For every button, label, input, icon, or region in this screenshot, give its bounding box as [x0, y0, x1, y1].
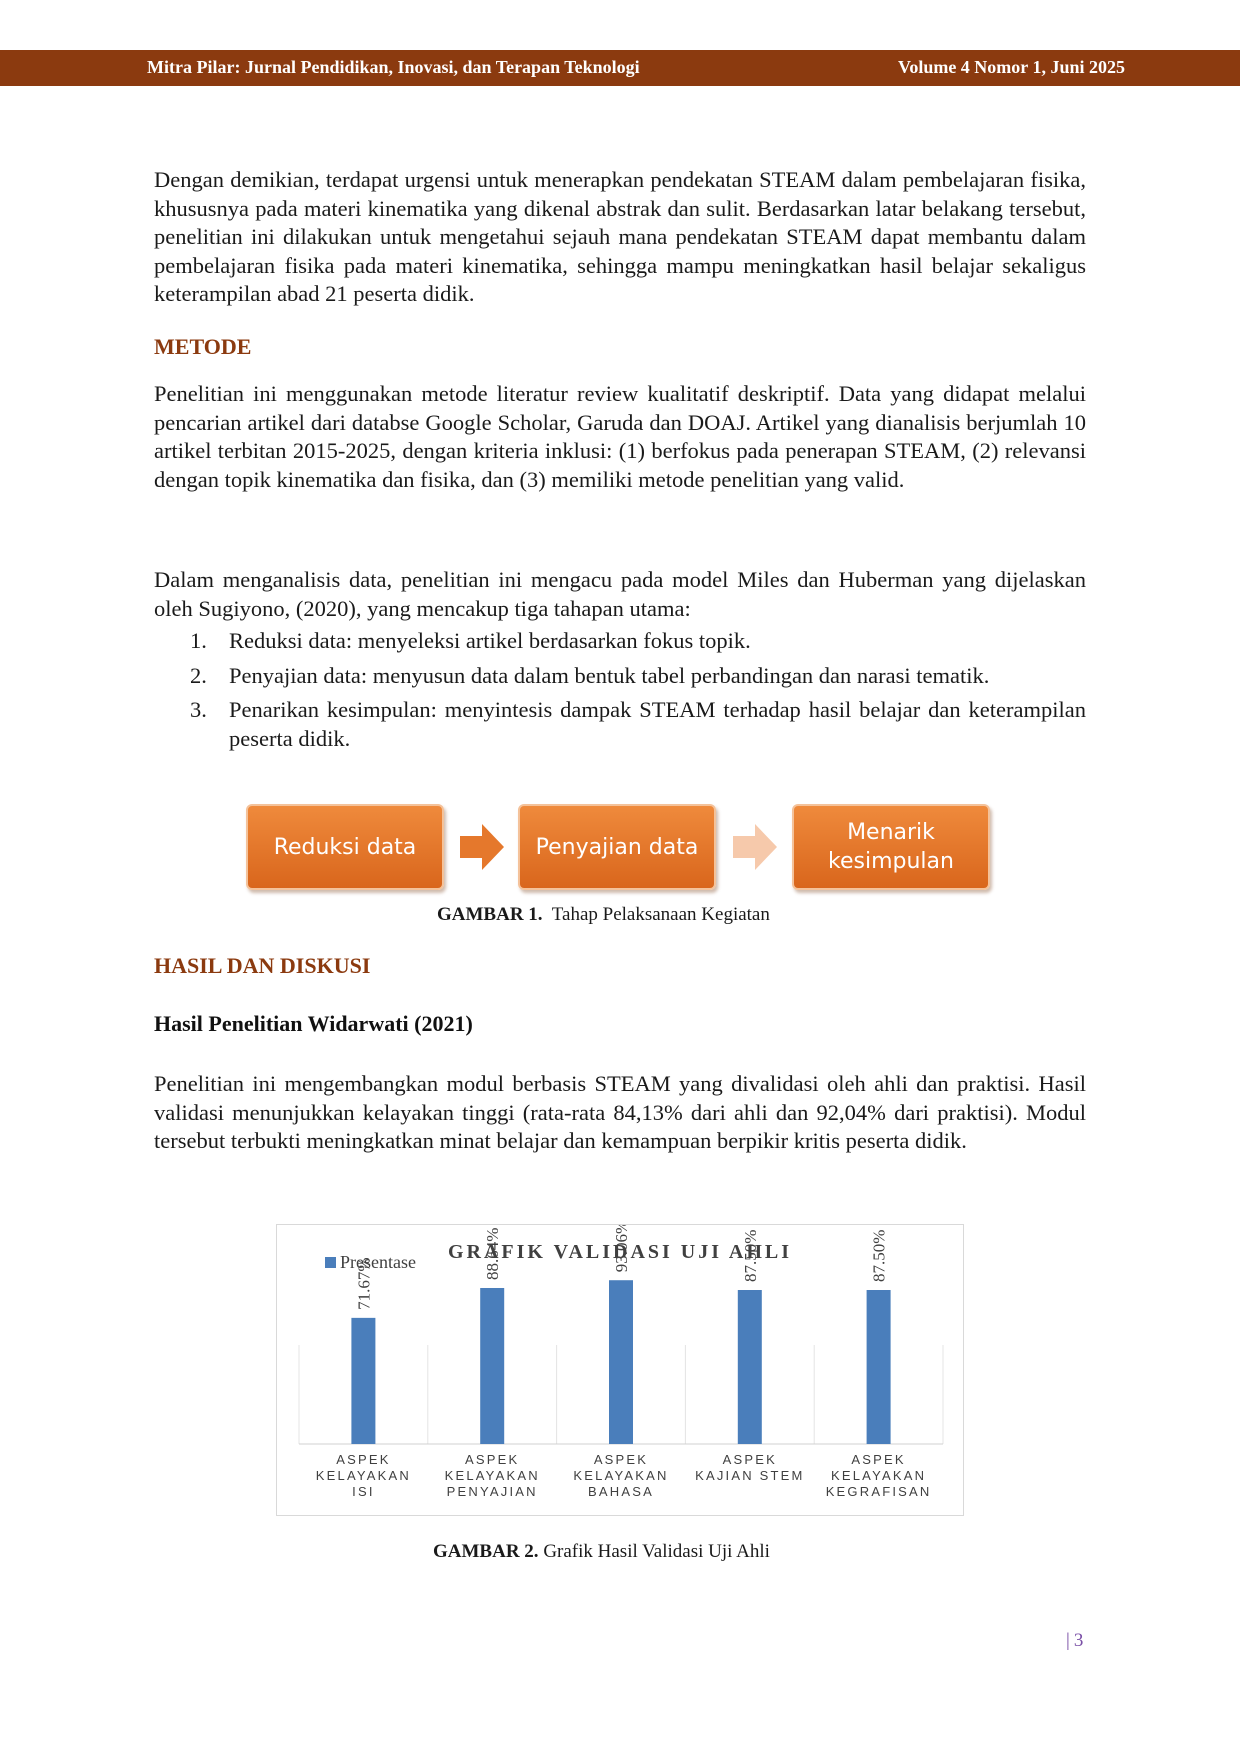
- metode-heading: METODE: [154, 334, 252, 359]
- data-label: 87.50%: [741, 1230, 760, 1282]
- page-number-divider: |: [1066, 1630, 1070, 1651]
- list-text: Penyajian data: menyusun data dalam bent…: [229, 662, 990, 688]
- list-text: Reduksi data: menyeleksi artikel berdasa…: [229, 628, 751, 654]
- chart-bar: [480, 1287, 505, 1444]
- chart-bar: [866, 1290, 891, 1444]
- arrow-right-icon: [460, 824, 504, 870]
- flow-box-label: Menarik kesimpulan: [828, 818, 954, 876]
- metode-section: METODE: [154, 334, 1086, 360]
- list-number: 2.: [190, 662, 207, 688]
- hasil-subheading: Hasil Penelitian Widarwati (2021): [154, 1011, 473, 1036]
- journal-title: Mitra Pilar: Jurnal Pendidikan, Inovasi,…: [147, 57, 640, 77]
- hasil-subsection: Hasil Penelitian Widarwati (2021): [154, 1011, 1086, 1037]
- chart-title: GRAFIK VALIDASI UJI AHLI: [448, 1241, 792, 1263]
- category-label: ASPEK: [336, 1452, 390, 1467]
- figure-1-label: GAMBAR 1.: [437, 904, 543, 925]
- chart-svg: GRAFIK VALIDASI UJI AHLI Presentase 71.6…: [298, 1220, 944, 1499]
- hasil-section: HASIL DAN DISKUSI: [154, 953, 1086, 979]
- page-number-value: 3: [1073, 1630, 1084, 1651]
- figure-1-caption: GAMBAR 1. Tahap Pelaksanaan Kegiatan: [437, 904, 770, 926]
- category-label: KELAYAKAN: [831, 1468, 926, 1483]
- list-item: 3. Penarikan kesimpulan: menyintesis dam…: [154, 696, 1086, 753]
- category-label: PENYAJIAN: [447, 1484, 538, 1499]
- hasil-paragraph: Penelitian ini mengembangkan modul berba…: [154, 1071, 1086, 1154]
- metode-body: Penelitian ini menggunakan metode litera…: [154, 380, 1086, 494]
- list-number: 1.: [190, 628, 207, 654]
- steps-list: 1. Reduksi data: menyeleksi artikel berd…: [154, 627, 1086, 753]
- data-label: 87.50%: [870, 1230, 889, 1282]
- flow-box-line: kesimpulan: [828, 849, 954, 874]
- figure-2-label: GAMBAR 2.: [433, 1541, 539, 1562]
- data-label: 93.06%: [612, 1225, 631, 1272]
- category-label: ISI: [352, 1484, 375, 1499]
- chart-bars: [351, 1280, 891, 1444]
- metode-paragraph-1: Penelitian ini menggunakan metode litera…: [154, 381, 1086, 492]
- list-text: Penarikan kesimpulan: menyintesis dampak…: [229, 697, 1086, 751]
- chart-bar: [351, 1317, 376, 1444]
- category-label: KELAYAKAN: [445, 1468, 540, 1483]
- metode-paragraph-2: Dalam menganalisis data, penelitian ini …: [154, 567, 1086, 621]
- category-label: KAJIAN STEM: [695, 1468, 804, 1483]
- flow-box-label: Reduksi data: [273, 834, 417, 860]
- chart-data-labels: 71.67% 88.64% 93.06% 87.50% 87.50%: [354, 1220, 889, 1310]
- legend-label: Presentase: [340, 1252, 416, 1272]
- hasil-body: Penelitian ini mengembangkan modul berba…: [154, 1070, 1086, 1156]
- category-label: ASPEK: [851, 1452, 905, 1467]
- flow-box-label: Penyajian data: [535, 834, 699, 860]
- chart-category-labels: ASPEKKELAYAKANISIASPEKKELAYAKANPENYAJIAN…: [316, 1452, 932, 1499]
- intro-paragraph: Dengan demikian, terdapat urgensi untuk …: [154, 167, 1086, 307]
- flow-box-reduksi: Reduksi data: [246, 804, 444, 890]
- intro-section: Dengan demikian, terdapat urgensi untuk …: [154, 166, 1086, 309]
- category-label: KELAYAKAN: [316, 1468, 411, 1483]
- data-label: 88.64%: [483, 1228, 502, 1280]
- list-item: 1. Reduksi data: menyeleksi artikel berd…: [154, 627, 1086, 656]
- flow-box-line: Menarik: [847, 820, 935, 845]
- legend-swatch: [325, 1257, 336, 1268]
- figure-2-text: Grafik Hasil Validasi Uji Ahli: [543, 1541, 770, 1562]
- figure-2-caption: GAMBAR 2. Grafik Hasil Validasi Uji Ahli: [433, 1541, 770, 1563]
- category-label: ASPEK: [723, 1452, 777, 1467]
- figure-1-text: Tahap Pelaksanaan Kegiatan: [551, 904, 770, 925]
- data-label: 71.67%: [354, 1257, 373, 1309]
- hasil-heading: HASIL DAN DISKUSI: [154, 953, 371, 978]
- journal-volume: Volume 4 Nomor 1, Juni 2025: [897, 57, 1125, 77]
- process-flow-diagram: Reduksi data Penyajian data Menarik kesi…: [246, 804, 990, 890]
- metode-analysis: Dalam menganalisis data, penelitian ini …: [154, 566, 1086, 760]
- flow-box-kesimpulan: Menarik kesimpulan: [792, 804, 990, 890]
- category-label: ASPEK: [465, 1452, 519, 1467]
- journal-header: Mitra Pilar: Jurnal Pendidikan, Inovasi,…: [0, 50, 1240, 86]
- category-label: KELAYAKAN: [573, 1468, 668, 1483]
- list-number: 3.: [190, 697, 207, 723]
- chart-bar: [737, 1290, 762, 1444]
- category-label: KEGRAFISAN: [826, 1484, 932, 1499]
- category-label: BAHASA: [588, 1484, 654, 1499]
- validation-bar-chart: GRAFIK VALIDASI UJI AHLI Presentase 71.6…: [276, 1220, 964, 1516]
- list-item: 2. Penyajian data: menyusun data dalam b…: [154, 662, 1086, 691]
- chart-bar: [609, 1280, 633, 1444]
- category-label: ASPEK: [594, 1452, 648, 1467]
- arrow-right-icon: [733, 824, 777, 870]
- page-number: |3: [1066, 1630, 1083, 1652]
- flow-box-penyajian: Penyajian data: [518, 804, 716, 890]
